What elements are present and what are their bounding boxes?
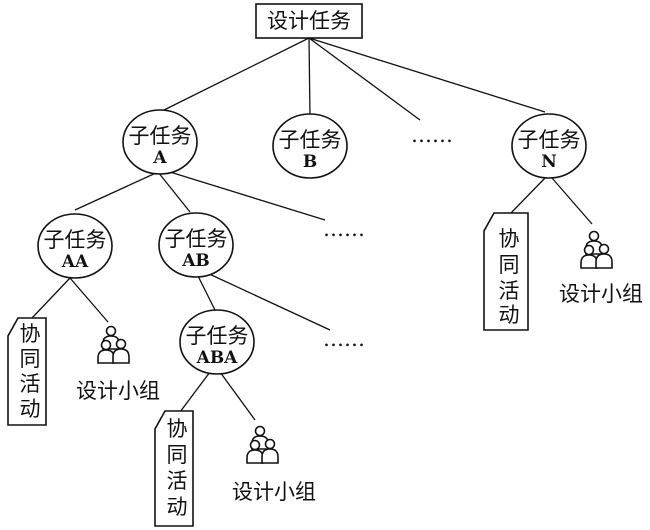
more-subtasks-ellipsis-level3: …… [323, 327, 365, 351]
root-task-box: 设计任务 [255, 3, 363, 39]
design-group-aa: 设计小组 [76, 325, 160, 403]
subtask-aba-code: ABA [196, 348, 239, 368]
collab-char: 动 [499, 303, 520, 327]
collab-char: 动 [20, 397, 41, 421]
people-group-icon [97, 325, 130, 364]
collab-char: 动 [167, 495, 188, 519]
collab-char: 活 [499, 279, 520, 303]
collab-char: 协 [20, 322, 41, 346]
subtask-aa-title: 子任务 [44, 228, 107, 252]
subtask-node-b: 子任务 B [272, 113, 348, 179]
subtask-node-aba: 子任务 ABA [179, 309, 255, 375]
subtask-b-title: 子任务 [279, 128, 342, 152]
collab-char: 同 [499, 253, 520, 277]
subtask-b-code: B [303, 152, 317, 172]
subtask-aa-code: AA [61, 252, 89, 272]
subtask-n-title: 子任务 [518, 128, 581, 152]
collab-activity-box-aa: 协 同 活 动 [7, 317, 47, 426]
collab-char: 同 [20, 347, 41, 371]
design-group-label: 设计小组 [76, 379, 160, 403]
design-group-n: 设计小组 [559, 230, 643, 306]
subtask-node-n: 子任务 N [511, 113, 587, 179]
people-group-icon [246, 425, 279, 464]
collab-char: 同 [167, 443, 188, 467]
subtask-ab-title: 子任务 [165, 227, 228, 251]
more-subtasks-ellipsis-level2: …… [323, 217, 365, 241]
design-group-label: 设计小组 [559, 282, 643, 306]
collab-activity-box-n: 协 同 活 动 [483, 212, 529, 331]
subtask-aba-title: 子任务 [186, 324, 249, 348]
subtask-a-title: 子任务 [129, 124, 192, 148]
subtask-ab-code: AB [181, 251, 210, 271]
root-task-label: 设计任务 [267, 9, 351, 33]
design-group-aba: 设计小组 [232, 425, 316, 504]
connector-lines [31, 37, 593, 421]
subtask-n-code: N [541, 152, 557, 172]
subtask-node-a: 子任务 A [122, 109, 198, 175]
subtask-node-aa: 子任务 AA [37, 213, 113, 279]
subtask-node-ab: 子任务 AB [158, 212, 234, 278]
collab-char: 活 [167, 469, 188, 493]
collab-activity-box-aba: 协 同 活 动 [154, 410, 194, 527]
collab-char: 协 [499, 227, 520, 251]
collab-char: 活 [20, 372, 41, 396]
collab-char: 协 [167, 417, 188, 441]
design-group-label: 设计小组 [232, 480, 316, 504]
subtask-a-code: A [152, 148, 167, 168]
people-group-icon [580, 230, 613, 269]
more-subtasks-ellipsis: …… [411, 123, 453, 147]
